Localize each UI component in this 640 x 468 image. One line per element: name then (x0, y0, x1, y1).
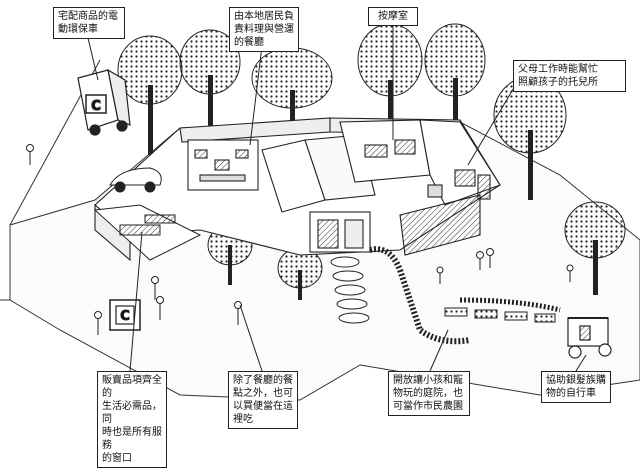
person (156, 296, 164, 320)
callout-childcare: 父母工作時能幫忙 照顧孩子的托兒所 (513, 60, 626, 92)
tree-3 (251, 47, 333, 140)
callout-garden: 開放讓小孩和寵 物玩的庭院，也 可當作市民農園 (388, 371, 470, 416)
shopping-bicycle (567, 317, 612, 359)
building (94, 117, 501, 262)
callout-delivery-vehicle: 宅配商品的電 動環保車 (53, 7, 125, 39)
shop-logo: C (120, 309, 130, 324)
leader-lines (87, 22, 587, 372)
callout-shopping-bicycle: 協助銀髮族購 物的自行車 (541, 371, 611, 403)
garden (369, 246, 561, 345)
person (234, 301, 242, 325)
restaurant-room (187, 139, 259, 191)
truck-logo: C (91, 99, 101, 114)
callout-shop: 販賣品項齊全的 生活必需品，同 時也是所有服務 的窗口 (97, 371, 167, 468)
person (476, 251, 484, 270)
childcare-room (419, 119, 501, 206)
stepping-stones (330, 256, 370, 324)
person (436, 266, 444, 284)
shop-area: C (93, 204, 202, 331)
person (566, 264, 574, 282)
callout-restaurant: 由本地居民負 責料理與營運 的餐廳 (229, 7, 299, 52)
tree-7 (564, 201, 626, 295)
person (26, 144, 34, 165)
person (151, 276, 159, 300)
parked-car (109, 167, 162, 193)
community-center-illustration: C C (0, 22, 640, 401)
person (486, 248, 494, 268)
tree-9 (277, 247, 323, 300)
tree-5 (424, 23, 486, 138)
delivery-truck: C (77, 68, 131, 136)
callout-bento: 除了餐廳的餐 點之外，也可 以買便當在這 裡吃 (228, 371, 298, 429)
person (94, 311, 102, 335)
tree-2 (179, 29, 241, 145)
people (26, 144, 574, 335)
callout-massage-room: 按摩室 (368, 7, 418, 26)
massage-room (339, 119, 431, 183)
